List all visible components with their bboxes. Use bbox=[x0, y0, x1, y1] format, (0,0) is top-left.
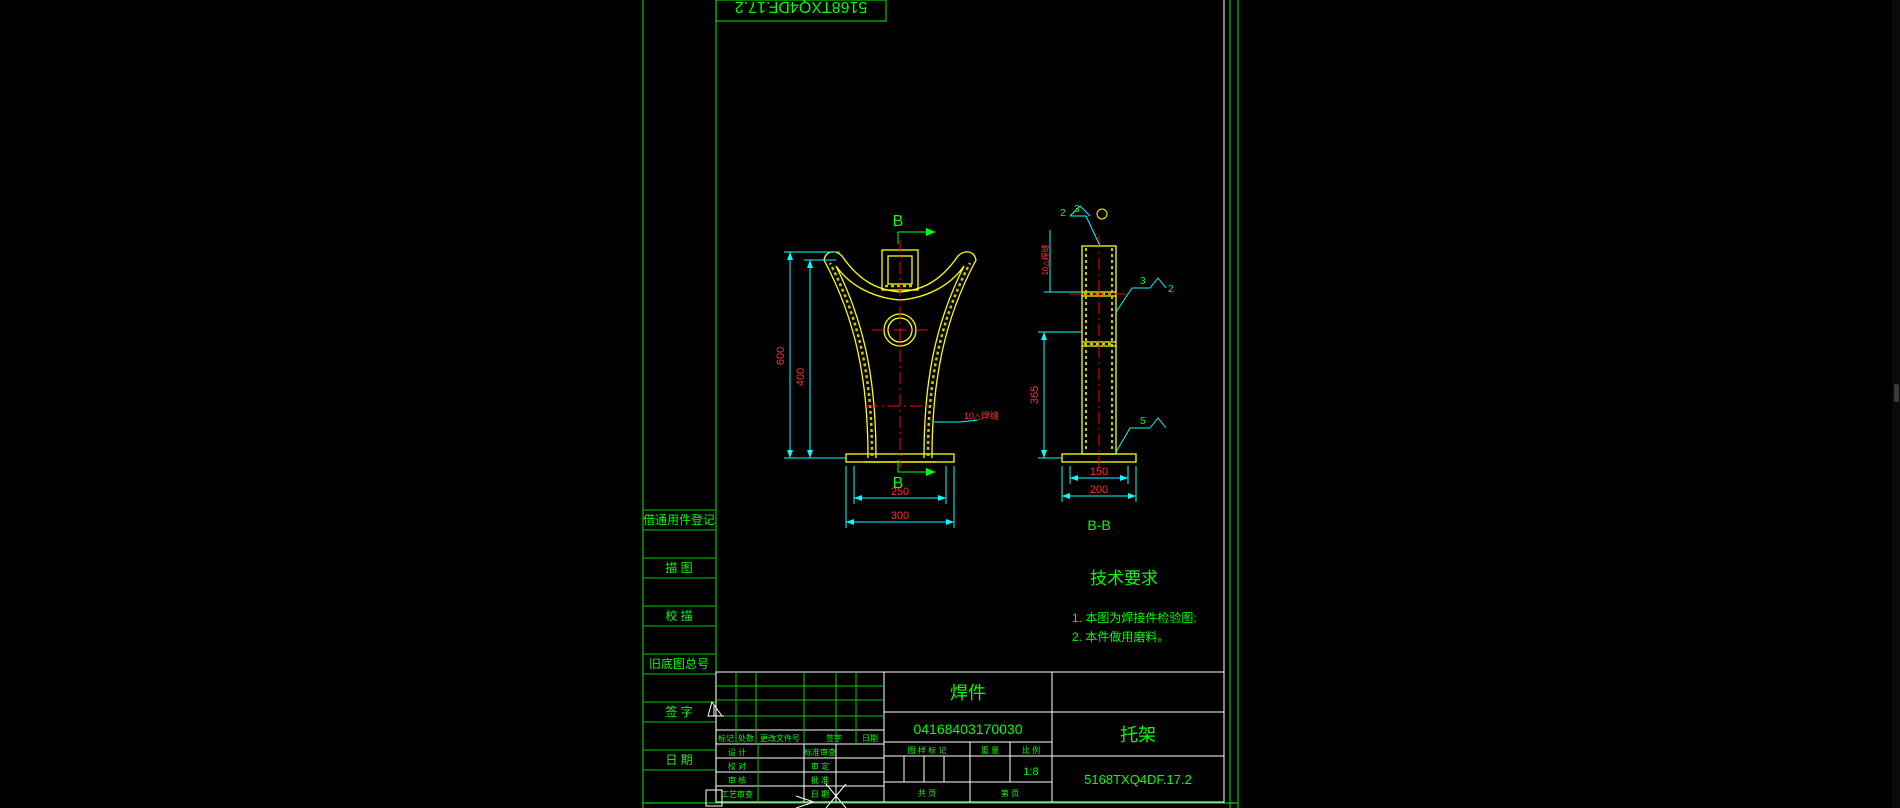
tb-row-process: 工艺审查 bbox=[721, 789, 753, 799]
section-marker-top: B bbox=[893, 213, 904, 230]
tb-part-type: 焊件 bbox=[950, 683, 986, 703]
side-view-centerline bbox=[1070, 236, 1128, 468]
tb-approve-1: 审 定 bbox=[811, 761, 829, 771]
front-view-centerlines bbox=[866, 240, 934, 468]
side-column bbox=[643, 509, 716, 771]
side-label-drawing: 描 图 bbox=[665, 561, 692, 575]
section-arrow-top: B bbox=[893, 213, 936, 244]
tech-req-item-1: 1. 本图为焊接件检验图; bbox=[1072, 610, 1197, 625]
scrollbar-thumb[interactable] bbox=[1894, 384, 1899, 402]
side-view-section-bb[interactable]: 365 10△焊缝 150 200 3 2 3 2 5 B-B bbox=[1029, 204, 1174, 533]
weld-size-top-a: 3 bbox=[1074, 204, 1080, 215]
tech-req-heading: 技术要求 bbox=[1090, 569, 1158, 588]
ucs-marker bbox=[705, 700, 847, 808]
top-drawing-code-stamp: 5168TXQ4DF.17.2 bbox=[735, 0, 868, 15]
weld-note-side: 10△焊缝 bbox=[1040, 244, 1050, 275]
tb-weight-label: 重 量 bbox=[981, 745, 999, 755]
dim-side-height: 365 bbox=[1029, 386, 1041, 404]
tb-approve-2: 批 准 bbox=[811, 775, 829, 785]
dim-overall-height: 600 bbox=[775, 347, 787, 365]
title-block: 标记 处数 更改文件号 签字 日期 设 计 校 对 审 核 工艺审查 标准审查 … bbox=[715, 671, 1225, 803]
tb-scale-label: 比 例 bbox=[1022, 745, 1040, 755]
side-view-dimensions bbox=[1038, 215, 1150, 502]
tb-part-name: 托架 bbox=[1120, 725, 1156, 745]
dim-base-outer-width: 300 bbox=[891, 510, 909, 522]
tb-page-no: 第 页 bbox=[1001, 788, 1019, 798]
weld-size-low: 5 bbox=[1140, 416, 1146, 427]
tb-total-pages: 共 页 bbox=[918, 789, 936, 798]
front-view[interactable]: 600 400 250 300 10△焊缝 B B bbox=[775, 213, 999, 528]
side-label-old-drawing-no: 旧底图总号 bbox=[649, 656, 709, 671]
section-arrow-bottom: B bbox=[893, 460, 936, 492]
tb-col-sign: 签字 bbox=[826, 733, 842, 743]
section-view-title: B-B bbox=[1087, 517, 1110, 533]
front-view-dimensions bbox=[784, 251, 979, 528]
tb-std-review: 标准审查 bbox=[804, 747, 836, 757]
side-label-borrow-register: 借通用件登记 bbox=[643, 512, 715, 527]
dim-inner-height: 400 bbox=[795, 368, 807, 386]
tb-col-mark: 标记 bbox=[718, 733, 734, 743]
tb-stage-label: 图 样 标 记 bbox=[908, 745, 947, 755]
tb-row-review: 审 核 bbox=[728, 775, 746, 785]
weld-size-top-b: 2 bbox=[1060, 208, 1066, 219]
tb-row-check: 校 对 bbox=[728, 761, 746, 771]
side-label-signature: 签 字 bbox=[665, 704, 692, 719]
dim-base-inner-width: 250 bbox=[891, 486, 909, 498]
tb-row-design: 设 计 bbox=[728, 747, 746, 757]
tb-scale-value: 1:8 bbox=[1023, 766, 1038, 778]
tech-req-item-2: 2. 本件做用磨料。 bbox=[1072, 629, 1169, 644]
tb-date-label: 日 期 bbox=[811, 790, 829, 799]
dim-side-base-outer: 200 bbox=[1090, 484, 1108, 496]
vertical-scrollbar[interactable] bbox=[1892, 0, 1900, 808]
tb-part-number: 04168403170030 bbox=[913, 721, 1022, 737]
tb-col-count: 处数 bbox=[738, 733, 754, 743]
weld-size-mid-a: 3 bbox=[1140, 276, 1146, 287]
drawing-frame bbox=[642, 0, 1239, 808]
weld-symbols-side bbox=[1069, 205, 1167, 429]
side-label-trace-check: 校 描 bbox=[665, 608, 692, 623]
tb-col-change-doc: 更改文件号 bbox=[760, 733, 800, 743]
side-label-date: 日 期 bbox=[665, 753, 692, 767]
dim-side-base-inner: 150 bbox=[1090, 466, 1108, 478]
tb-col-date: 日期 bbox=[862, 734, 878, 743]
weld-note-front: 10△焊缝 bbox=[964, 410, 999, 421]
section-marker-bottom: B bbox=[893, 475, 904, 492]
weld-size-mid-b: 2 bbox=[1168, 284, 1174, 295]
technical-requirements: 技术要求 1. 本图为焊接件检验图; 2. 本件做用磨料。 bbox=[1072, 569, 1197, 644]
tb-drawing-code: 5168TXQ4DF.17.2 bbox=[1084, 772, 1192, 787]
